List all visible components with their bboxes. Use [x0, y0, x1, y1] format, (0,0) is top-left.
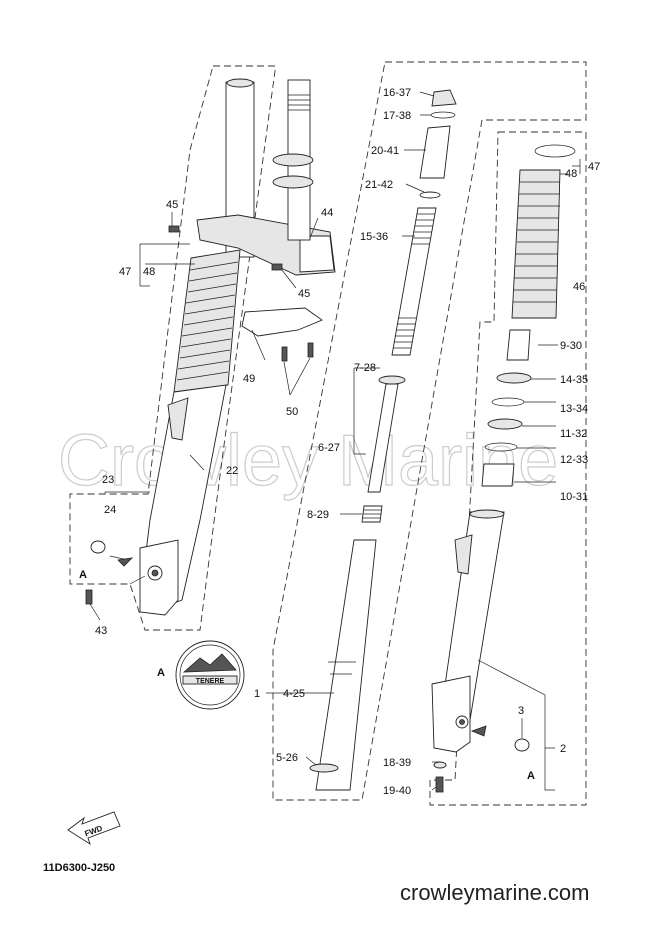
- emblem-text: TENERE: [196, 678, 225, 685]
- callout-47-left: 47: [119, 266, 131, 278]
- stem-bearing-lower: [272, 175, 314, 189]
- callout-46: 46: [573, 281, 585, 293]
- right-leader-lines: [431, 159, 581, 791]
- clamp-boss: [299, 235, 335, 273]
- left-fork-boundary: [69, 65, 276, 631]
- watermark-text: Crowley Marine: [58, 421, 558, 501]
- spring-8-29: [361, 505, 383, 523]
- callout-3: 3: [518, 705, 524, 717]
- outer-tube-parts: [117, 144, 576, 793]
- callout-17-38: 17-38: [383, 110, 411, 122]
- callout-4-25: 4-25: [283, 688, 305, 700]
- o-ring-17-38: [430, 111, 456, 119]
- arrow-a-right: [470, 725, 487, 737]
- left-fork-guard-mount: [167, 397, 189, 441]
- callout-14-35: 14-35: [560, 374, 588, 386]
- callout-15-36: 15-36: [360, 231, 388, 243]
- outer-tube-axle-bracket: [431, 675, 471, 753]
- callout-45-top: 45: [166, 199, 178, 211]
- circlip-13-34: [491, 397, 525, 407]
- spring-15-36: [391, 207, 437, 356]
- arrow-a-left: [117, 557, 134, 567]
- callout-19-40: 19-40: [383, 785, 411, 797]
- plug-3: [514, 738, 530, 752]
- ring-5-26: [309, 763, 339, 773]
- left-fork-cap: [226, 78, 254, 88]
- bushing-12-33: [484, 442, 518, 452]
- oil-seal-14-35: [496, 372, 532, 384]
- bolt-50-b: [307, 342, 314, 358]
- left-fork-gaiter: [173, 249, 241, 393]
- bushing-10-31: [481, 463, 515, 487]
- dust-seal-9-30: [506, 329, 531, 361]
- callout-11-32: 11-32: [560, 428, 587, 440]
- callout-9-30: 9-30: [560, 340, 582, 352]
- callout-49: 49: [243, 373, 255, 385]
- clamp-47: [534, 144, 576, 158]
- emblem-decal: TENERE: [175, 640, 245, 710]
- callout-20-41: 20-41: [371, 145, 399, 157]
- center-fork-parts: [309, 89, 457, 791]
- inner-tube-4-25: [315, 539, 377, 791]
- damper-rod-6-27: [367, 383, 399, 493]
- center-leader-lines: [266, 91, 435, 766]
- left-fork-assembly: [85, 78, 336, 616]
- left-leader-lines: [89, 212, 319, 621]
- callout-48-left: 48: [143, 266, 155, 278]
- center-fork-boundary: [272, 61, 587, 801]
- bolt-45-bottom: [271, 263, 283, 271]
- diagram-code: 11D6300-J250: [43, 862, 115, 874]
- callout-5-26: 5-26: [276, 752, 298, 764]
- gaiter-46: [511, 169, 561, 319]
- site-url: crowleymarine.com: [400, 880, 590, 905]
- spacer-20-41: [419, 125, 451, 179]
- callout-21-42: 21-42: [365, 179, 393, 191]
- fwd-arrow: FWD: [67, 811, 121, 846]
- callout-50: 50: [286, 406, 298, 418]
- callout-10-31: 10-31: [560, 491, 588, 503]
- callout-1: 1: [254, 688, 260, 700]
- callout-22: 22: [226, 465, 238, 477]
- callout-47-right: 47: [588, 161, 600, 173]
- washer-18-39: [433, 761, 447, 769]
- callout-a-emblem: A: [157, 667, 165, 679]
- callout-45-bottom: 45: [298, 288, 310, 300]
- brake-hose-guide: [241, 307, 323, 337]
- callout-a-right: A: [527, 770, 535, 782]
- bolt-45-top: [168, 225, 180, 233]
- outer-tube-guard-mount: [454, 534, 473, 575]
- callout-8-29: 8-29: [307, 509, 329, 521]
- outer-tube-boundary: [429, 131, 587, 806]
- callout-24: 24: [104, 504, 116, 516]
- callout-44: 44: [321, 207, 333, 219]
- bolt-43: [85, 589, 93, 605]
- bolt-50-a: [281, 346, 288, 362]
- washer-11-32: [487, 418, 523, 430]
- callout-16-37: 16-37: [383, 87, 411, 99]
- bolt-19-40: [435, 776, 444, 793]
- callout-6-27: 6-27: [318, 442, 340, 454]
- cap-bolt-16-37: [431, 89, 457, 107]
- callout-12-33: 12-33: [560, 454, 588, 466]
- callout-43: 43: [95, 625, 107, 637]
- washer-21-42: [419, 191, 441, 199]
- ring-7-28: [378, 375, 406, 385]
- callout-13-34: 13-34: [560, 403, 588, 415]
- callout-23: 23: [102, 474, 114, 486]
- callout-48-right: 48: [565, 168, 577, 180]
- callout-a-left: A: [79, 569, 87, 581]
- callout-2: 2: [560, 743, 566, 755]
- callout-7-28: 7-28: [354, 362, 376, 374]
- stem-bearing-upper: [272, 153, 314, 167]
- plug-24: [90, 540, 106, 554]
- callout-18-39: 18-39: [383, 757, 411, 769]
